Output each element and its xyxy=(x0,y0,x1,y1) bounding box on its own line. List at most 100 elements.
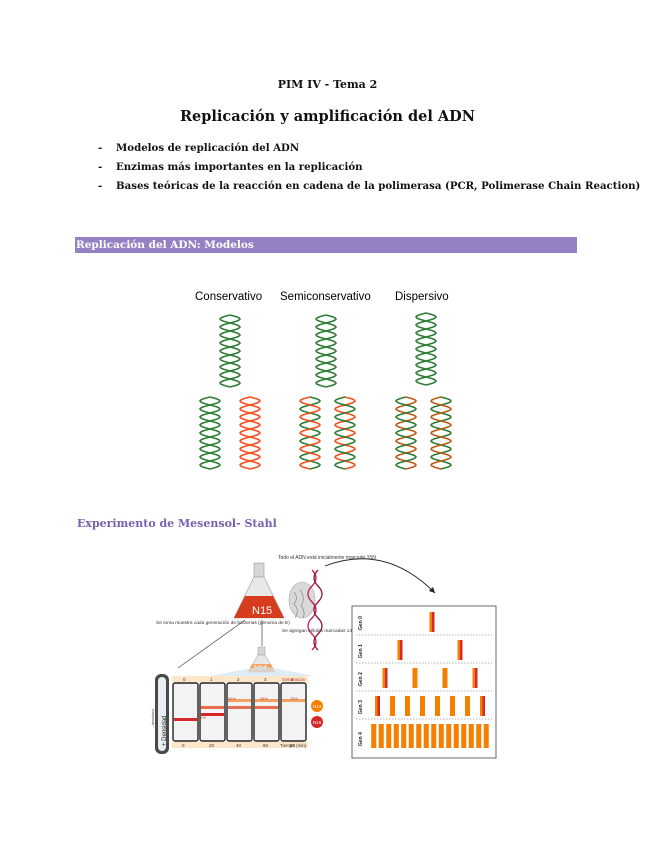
time-axis-label: Tiempo (min) xyxy=(280,743,307,748)
dna-band-heavy xyxy=(377,696,380,716)
dna-band xyxy=(450,696,455,716)
arrow-line xyxy=(177,619,246,669)
daughter-helix xyxy=(429,396,453,470)
document-header: PIM IV - Tema 2 xyxy=(277,78,378,91)
density-band xyxy=(228,699,251,702)
band-label: 25% xyxy=(260,697,268,701)
badge-n15-icon xyxy=(311,716,323,728)
replication-models-figure: Conservativo Semiconservativo Dispersivo xyxy=(195,291,453,470)
gen-label: Gen 4 xyxy=(358,732,364,746)
topic-list: -Modelos de replicación del ADN -Enzimas… xyxy=(98,141,640,198)
topic-text: Bases teóricas de la reacción en cadena … xyxy=(116,180,641,192)
bullet-dash: - xyxy=(98,142,103,154)
gradient-grid xyxy=(172,682,307,742)
generation-number: 2 xyxy=(237,677,240,682)
daughter-helix xyxy=(298,396,322,470)
time-footer-bar xyxy=(172,742,308,748)
daughter-helix xyxy=(238,396,262,470)
dna-band xyxy=(393,724,399,748)
dna-band xyxy=(371,724,377,748)
dna-band xyxy=(412,668,418,688)
parent-helix-semiconservative xyxy=(314,314,338,388)
generation-number: 4 xyxy=(291,677,294,682)
note-top: Todo el ADN está inicialmente marcado 15… xyxy=(278,555,376,561)
flask-n15-label: N15 xyxy=(252,605,272,617)
parent-helix-dispersive xyxy=(414,312,438,386)
dna-band xyxy=(465,696,470,716)
density-label: + Densidad xyxy=(162,715,168,746)
glow-shape xyxy=(210,666,315,676)
label-conservative: Conservativo xyxy=(195,291,262,303)
dna-band xyxy=(416,724,422,748)
density-band xyxy=(228,706,251,709)
label-dispersive: Dispersivo xyxy=(395,291,449,303)
section-heading-bar: Replicación del ADN: Modelos xyxy=(75,237,577,253)
dna-band-heavy xyxy=(475,668,478,688)
gen-label: Gen 2 xyxy=(358,672,364,686)
section-heading: Replicación del ADN: Modelos xyxy=(76,239,254,251)
bullet-dash: - xyxy=(98,161,103,173)
gradient-column xyxy=(172,682,199,742)
gen-label: Gen 0 xyxy=(358,616,364,630)
density-band xyxy=(255,706,278,709)
gen-label: Gen 3 xyxy=(358,700,364,714)
dna-band xyxy=(453,724,459,748)
dna-band-heavy xyxy=(432,612,435,632)
generation-bands: Gen 0 Gen 1 Gen 2 Gen 3 Gen 4 xyxy=(356,612,492,748)
time-value: 40 xyxy=(236,743,242,748)
generation-number: 1 xyxy=(210,677,213,682)
daughter-helix xyxy=(394,396,418,470)
dna-band xyxy=(408,724,414,748)
flask-n15-icon xyxy=(233,562,285,619)
meselson-stahl-figure: Todo el ADN está inicialmente marcado 15… xyxy=(150,555,497,759)
dna-strand-icon xyxy=(313,569,323,651)
gradient-column xyxy=(226,682,253,742)
note-left: Se toma muestra cada generación de bacte… xyxy=(156,620,290,626)
band-label: 50% xyxy=(198,716,206,720)
bullet-dash: - xyxy=(98,180,103,192)
density-tube-icon xyxy=(155,674,169,754)
time-value: 60 xyxy=(263,743,269,748)
gradient-column xyxy=(253,682,280,742)
dna-band xyxy=(461,724,467,748)
dna-band xyxy=(390,696,395,716)
helix-group xyxy=(198,312,453,470)
dna-band-heavy xyxy=(460,640,463,660)
daughter-helix xyxy=(198,396,222,470)
density-band xyxy=(201,706,224,709)
band-label: 50% xyxy=(228,697,236,701)
generation-axis-label: Generación xyxy=(282,677,306,682)
gen-label: Gen 1 xyxy=(358,644,364,658)
gradient-column xyxy=(199,682,226,742)
dna-band xyxy=(420,696,425,716)
dna-band xyxy=(438,724,444,748)
dna-band xyxy=(468,724,474,748)
topic-text: Enzimas más importantes en la replicació… xyxy=(116,161,363,173)
dna-band xyxy=(483,724,489,748)
dna-band xyxy=(476,724,482,748)
arrow-head-icon xyxy=(429,587,435,593)
band-label: 75% xyxy=(290,697,298,701)
dna-band xyxy=(378,724,384,748)
density-band xyxy=(255,699,278,702)
generation-header-bar xyxy=(172,676,308,682)
dna-band xyxy=(386,724,392,748)
generation-number: 0 xyxy=(183,677,186,682)
density-band xyxy=(201,713,224,716)
density-band xyxy=(282,699,305,702)
label-semiconservative: Semiconservativo xyxy=(280,291,371,303)
dna-band xyxy=(442,668,448,688)
dna-band-heavy xyxy=(482,696,485,716)
time-value: 20 xyxy=(209,743,215,748)
parent-helix-conservative xyxy=(218,314,242,388)
badge-n14-icon xyxy=(311,700,323,712)
dna-band-heavy xyxy=(385,668,388,688)
badge-n14-label: N14 xyxy=(313,704,322,709)
arrow-arc xyxy=(324,558,436,594)
page-title: Replicación y amplificación del ADN xyxy=(180,108,475,125)
list-item: - Enzimas más importantes en la replicaci… xyxy=(98,160,640,179)
dna-band xyxy=(401,724,407,748)
dna-band xyxy=(431,724,437,748)
badge-n15-label: N15 xyxy=(313,720,322,725)
time-value: 80 xyxy=(290,743,296,748)
